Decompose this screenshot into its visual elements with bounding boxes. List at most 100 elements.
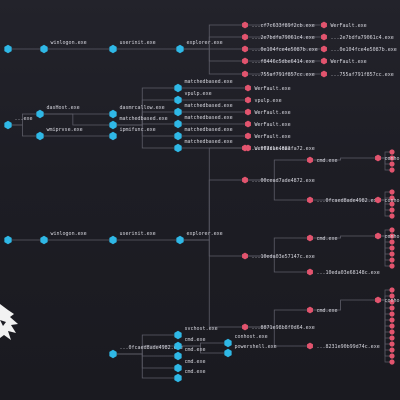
event-node-c17-child-5[interactable]	[389, 257, 395, 263]
event-node-c17-child-0[interactable]	[389, 227, 395, 233]
process-node-d8[interactable]	[224, 348, 232, 358]
process-node-b2[interactable]	[36, 109, 44, 119]
node-label-a8: ...f8446c5dbe6414.exe	[252, 59, 315, 65]
process-node-d7[interactable]	[224, 338, 232, 348]
event-node-a14[interactable]	[321, 70, 327, 78]
process-node-b8[interactable]	[174, 95, 182, 105]
event-node-b15[interactable]	[245, 108, 251, 116]
event-node-c5[interactable]	[242, 144, 248, 152]
process-node-b9[interactable]	[174, 107, 182, 117]
event-node-c16-child-1[interactable]	[389, 195, 395, 201]
process-node-b6[interactable]	[109, 131, 117, 141]
node-label-a14: ...755af791f857cc.exe	[331, 72, 394, 78]
edge-b2-b5	[40, 113, 113, 126]
process-node-c1[interactable]	[4, 235, 12, 245]
event-node-c18-child-12[interactable]	[389, 359, 395, 365]
process-node-b1[interactable]	[4, 120, 12, 130]
event-node-c18-child-5[interactable]	[389, 317, 395, 323]
event-node-c18-child-8[interactable]	[389, 335, 395, 341]
process-node-d5[interactable]	[174, 363, 182, 373]
event-node-c16-child-0[interactable]	[389, 189, 395, 195]
event-node-c18-child-1[interactable]	[389, 293, 395, 299]
event-node-c10[interactable]	[307, 196, 313, 204]
event-node-b17[interactable]	[245, 132, 251, 140]
event-node-c18-child-2[interactable]	[389, 299, 395, 305]
event-node-c17-child-1[interactable]	[389, 233, 395, 239]
node-label-b12: matchedbased.exe	[185, 139, 233, 145]
process-node-d4[interactable]	[174, 351, 182, 361]
event-node-c15-child-3[interactable]	[389, 167, 395, 173]
event-node-c18[interactable]	[375, 296, 381, 304]
event-node-c18-child-11[interactable]	[389, 353, 395, 359]
process-node-d3[interactable]	[174, 341, 182, 351]
process-node-c2[interactable]	[40, 235, 48, 245]
edge-c8-c14	[245, 326, 310, 347]
event-node-b14[interactable]	[245, 96, 251, 104]
event-node-a13[interactable]	[321, 57, 327, 65]
event-node-c17-child-3[interactable]	[389, 245, 395, 251]
event-node-c18-child-10[interactable]	[389, 347, 395, 353]
node-label-a9: ...755af791f857cc.exe	[252, 72, 315, 78]
node-label-b11: matchedbased.exe	[185, 127, 233, 133]
process-node-b12[interactable]	[174, 143, 182, 153]
event-node-c13[interactable]	[307, 306, 313, 314]
event-node-c12[interactable]	[307, 268, 313, 276]
event-node-c16-child-4[interactable]	[389, 213, 395, 219]
event-node-c15-child-0[interactable]	[389, 149, 395, 155]
event-node-a7[interactable]	[242, 45, 248, 53]
process-node-c3[interactable]	[109, 235, 117, 245]
event-node-c9[interactable]	[307, 156, 313, 164]
event-node-c14[interactable]	[307, 342, 313, 350]
event-node-c7[interactable]	[242, 252, 248, 260]
process-node-a1[interactable]	[4, 44, 12, 54]
event-node-a10[interactable]	[321, 21, 327, 29]
event-node-c18-child-9[interactable]	[389, 341, 395, 347]
event-node-c6[interactable]	[242, 176, 248, 184]
edge-d2-d6	[113, 353, 178, 379]
event-node-c18-child-4[interactable]	[389, 311, 395, 317]
process-node-b11[interactable]	[174, 131, 182, 141]
event-node-c18-child-3[interactable]	[389, 305, 395, 311]
event-node-c18-child-6[interactable]	[389, 323, 395, 329]
event-node-c17-child-2[interactable]	[389, 239, 395, 245]
process-node-a2[interactable]	[40, 44, 48, 54]
process-node-b4[interactable]	[109, 109, 117, 119]
node-label-a10: WerFault.exe	[331, 23, 367, 29]
event-node-c17-child-6[interactable]	[389, 263, 395, 269]
process-node-b10[interactable]	[174, 119, 182, 129]
event-node-a8[interactable]	[242, 57, 248, 65]
event-node-a11[interactable]	[321, 33, 327, 41]
process-node-b7[interactable]	[174, 83, 182, 93]
event-node-c8[interactable]	[242, 323, 248, 331]
event-node-a6[interactable]	[242, 33, 248, 41]
event-node-c17[interactable]	[375, 232, 381, 240]
process-node-b3[interactable]	[36, 131, 44, 141]
process-node-a4[interactable]	[176, 44, 184, 54]
event-node-c16-child-3[interactable]	[389, 207, 395, 213]
process-node-d6[interactable]	[174, 373, 182, 383]
event-node-a12[interactable]	[321, 45, 327, 53]
process-node-c4[interactable]	[176, 235, 184, 245]
event-node-c15[interactable]	[375, 154, 381, 162]
event-node-c11[interactable]	[307, 234, 313, 242]
event-node-c15-child-2[interactable]	[389, 161, 395, 167]
event-node-c18-child-0[interactable]	[389, 287, 395, 293]
event-node-c18-child-7[interactable]	[389, 329, 395, 335]
process-node-d2[interactable]	[109, 349, 117, 359]
event-node-a5[interactable]	[242, 21, 248, 29]
node-label-a5: ...cf7c633f89f2cb.exe	[252, 23, 315, 29]
edge-c4-c5	[180, 147, 245, 241]
node-label-a13: WerFault.exe	[331, 59, 367, 65]
event-node-a9[interactable]	[242, 70, 248, 78]
event-node-c16[interactable]	[375, 196, 381, 204]
process-node-a3[interactable]	[109, 44, 117, 54]
process-node-b5[interactable]	[109, 120, 117, 130]
event-node-c15-child-1[interactable]	[389, 155, 395, 161]
node-label-c3: userinit.exe	[120, 231, 156, 237]
event-node-b16[interactable]	[245, 120, 251, 128]
event-node-b13[interactable]	[245, 84, 251, 92]
process-node-d1[interactable]	[174, 330, 182, 340]
event-node-c16-child-2[interactable]	[389, 201, 395, 207]
event-node-c17-child-4[interactable]	[389, 251, 395, 257]
